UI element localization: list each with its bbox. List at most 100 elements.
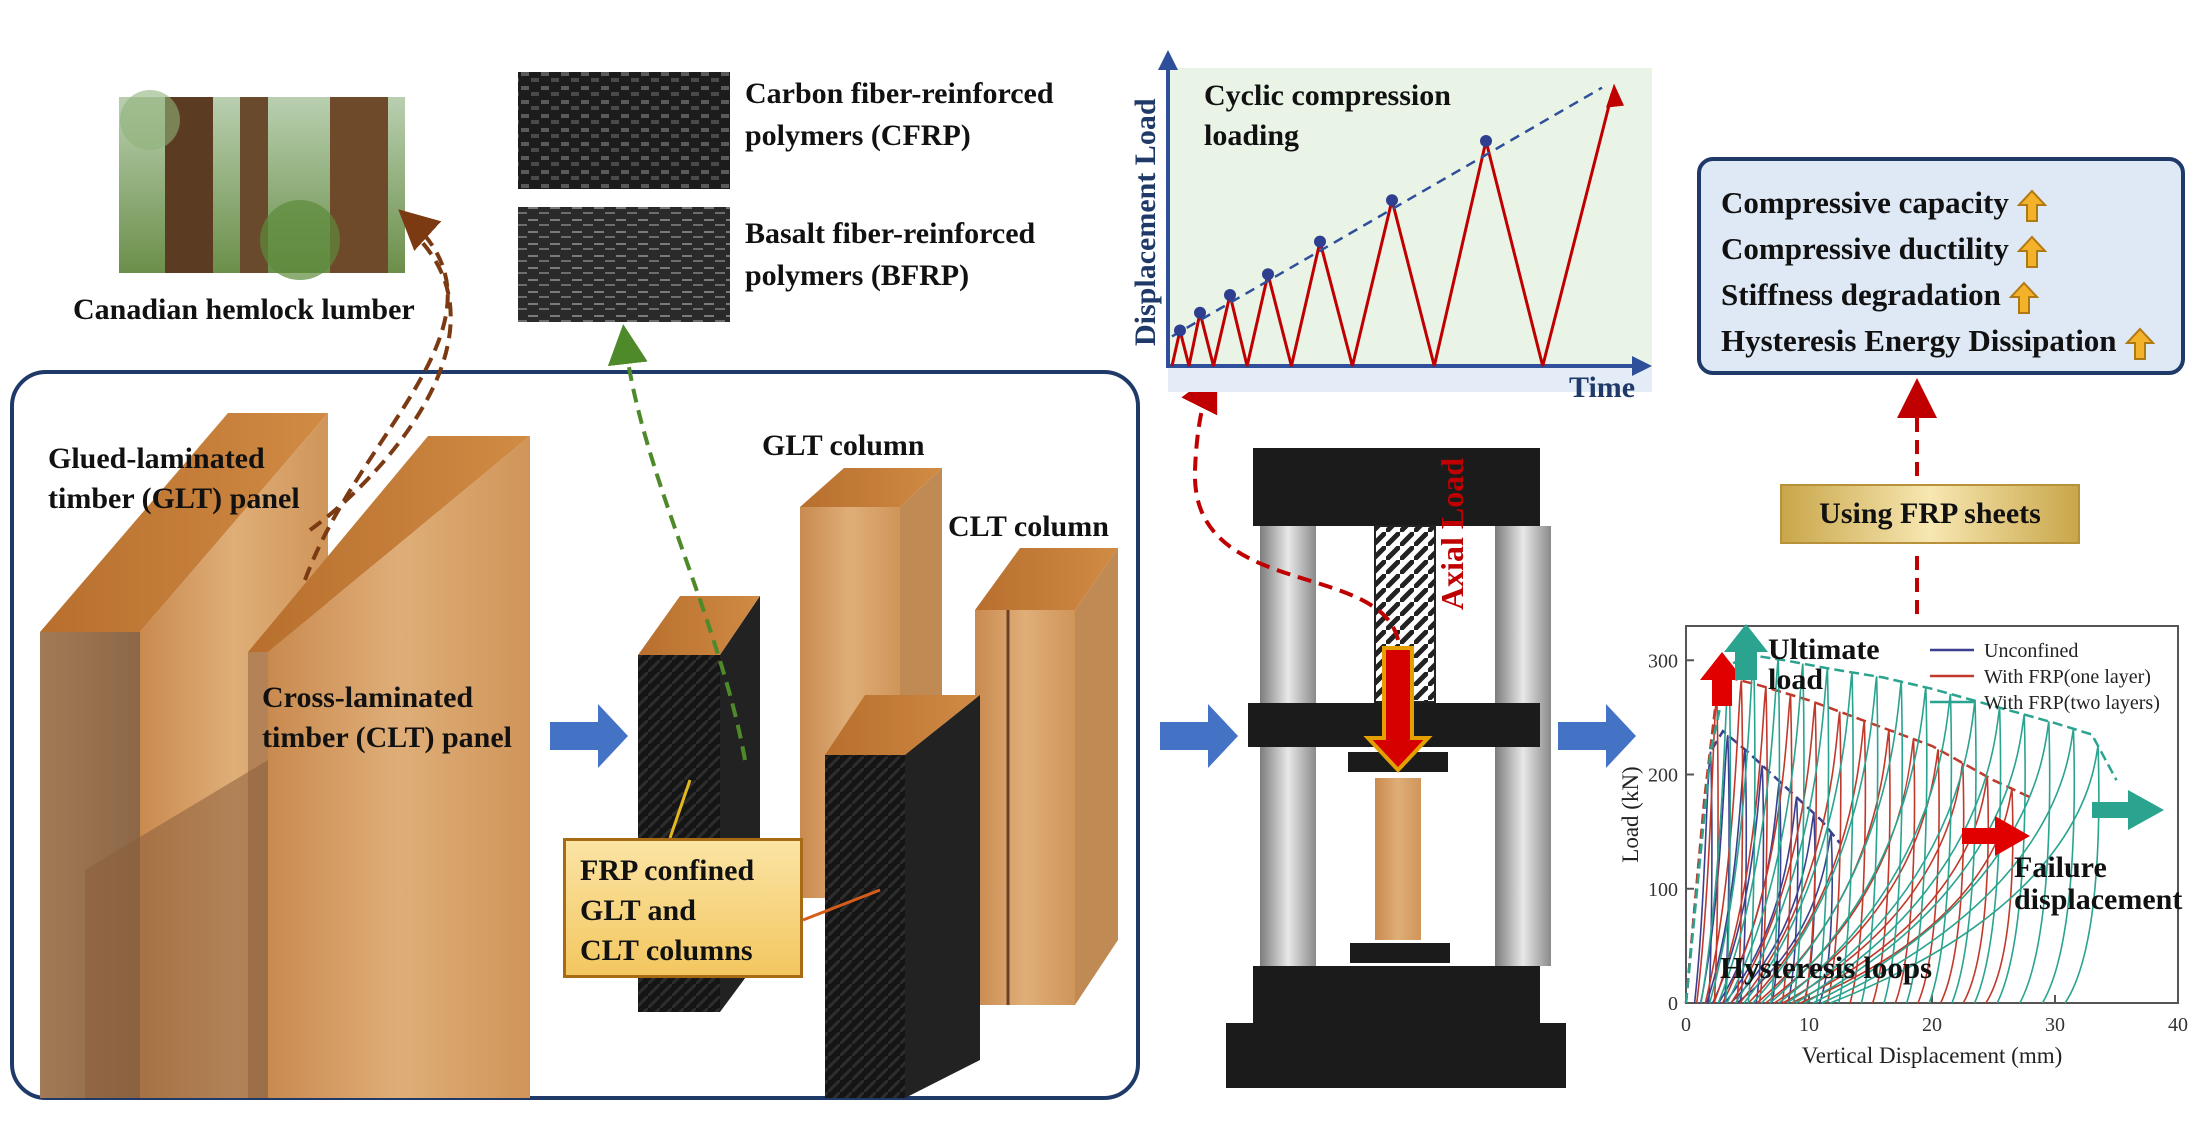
benefit-ductility-text: Compressive ductility — [1721, 231, 2009, 266]
loading-chart-xlabel: Time — [1569, 371, 1636, 404]
hysteresis-loop — [1704, 680, 1744, 1004]
failure-arrow-red — [1962, 816, 2030, 856]
x-tick-label: 0 — [1681, 1014, 1691, 1036]
ultimate-load-line2: load — [1768, 663, 1824, 696]
benefit-stiffness: Stiffness degradation — [1721, 275, 2039, 315]
hysteresis-loop — [1799, 788, 2014, 1004]
legend-label: With FRP(two layers) — [1984, 692, 2160, 714]
hysteresis-loop — [1711, 765, 1765, 1004]
flow-arrow-3 — [1558, 704, 1636, 768]
clt-column-3d — [975, 548, 1118, 1005]
hysteresis-loop — [1812, 721, 2051, 1004]
failure-label-line1: Failure — [2014, 851, 2107, 884]
loading-peak-point — [1224, 288, 1236, 301]
hemlock-photo — [119, 90, 405, 280]
loading-peak-point — [1194, 306, 1206, 319]
bfrp-label-line2: polymers (BFRP) — [745, 259, 970, 292]
clt-panel — [85, 436, 530, 1098]
glt-panel-label-line2: timber (GLT) panel — [48, 482, 300, 515]
up-arrow-icon — [2016, 189, 2047, 222]
clt-panel-label-line1: Cross-laminated — [262, 681, 474, 714]
arrow-hemlock-to-glt — [303, 209, 450, 581]
loading-final-arrowhead — [1606, 83, 1624, 108]
using-frp-sheets-box: Using FRP sheets — [1780, 484, 2080, 544]
up-arrow-icon — [2016, 235, 2047, 268]
hysteresis-loop — [1730, 702, 1818, 1004]
hysteresis-xlabel: Vertical Displacement (mm) — [1802, 1043, 2063, 1068]
benefit-ductility: Compressive ductility — [1721, 229, 2047, 269]
series-envelope-With FRP(two layers) — [1684, 653, 2118, 1004]
benefit-capacity-text: Compressive capacity — [1721, 185, 2009, 220]
frp-pointer-orange — [802, 888, 881, 922]
test-machine — [1226, 448, 1566, 1088]
hysteresis-loop — [1736, 832, 1833, 1004]
loading-chart-bg — [1168, 68, 1652, 368]
hysteresis-loop — [1721, 694, 1793, 1004]
hysteresis-loop — [1829, 745, 2100, 1004]
benefit-capacity: Compressive capacity — [1721, 183, 2047, 223]
loading-chart-ylabel: Displacement Load — [1129, 98, 1162, 347]
failure-label-line2: displacement — [2014, 883, 2183, 916]
hysteresis-loop — [1782, 762, 1965, 1004]
y-tick-label: 0 — [1668, 993, 1678, 1015]
hysteresis-loop — [1760, 681, 1903, 1004]
clt-column-label: CLT column — [948, 510, 1109, 543]
cfrp-label-line1: Carbon fiber-reinforced — [745, 77, 1054, 110]
benefit-energy-text: Hysteresis Energy Dissipation — [1721, 323, 2117, 358]
hysteresis-loop — [1739, 711, 1842, 1004]
loading-trend-line — [1171, 86, 1603, 338]
flow-arrow-1 — [550, 704, 628, 768]
hysteresis-loop — [1804, 714, 2026, 1004]
axial-load-label: Axial Load — [1434, 457, 1470, 610]
clt-panel-label-line2: timber (CLT) panel — [262, 721, 513, 754]
cfrp-label-line2: polymers (CFRP) — [745, 119, 971, 152]
frp-box-line1: FRP confined — [580, 854, 755, 887]
loading-chart-x-arrowhead — [1632, 356, 1652, 376]
x-tick-label: 10 — [1799, 1014, 1819, 1036]
loading-cycles-line — [1170, 93, 1614, 367]
legend-label: With FRP(one layer) — [1984, 666, 2151, 688]
hysteresis-loop — [1791, 776, 1990, 1004]
hysteresis-loop — [1699, 735, 1730, 1004]
hysteresis-loop — [1717, 659, 1781, 1004]
loading-peak-point — [1386, 194, 1398, 207]
benefit-energy: Hysteresis Energy Dissipation — [1721, 321, 2155, 361]
cfrp-texture — [518, 72, 730, 189]
hysteresis-loop — [1743, 672, 1854, 1004]
bfrp-label-line1: Basalt fiber-reinforced — [745, 217, 1036, 250]
hysteresis-loop — [1734, 668, 1830, 1004]
loading-peak-point — [1174, 324, 1186, 337]
frp-box-line2: GLT and — [580, 894, 696, 927]
hysteresis-loop — [1786, 700, 1977, 1004]
failure-arrow-teal — [2092, 790, 2164, 830]
hysteresis-loop — [1821, 728, 2076, 1004]
loading-chart-time-band — [1168, 368, 1652, 392]
x-tick-label: 30 — [2045, 1014, 2065, 1036]
y-tick-label: 100 — [1648, 879, 1678, 901]
arrow-rig-to-loading — [1181, 370, 1400, 641]
loading-peak-point — [1314, 235, 1326, 248]
up-arrow-icon — [2008, 281, 2039, 314]
hysteresis-loop — [1726, 663, 1805, 1004]
benefit-stiffness-text: Stiffness degradation — [1721, 277, 2001, 312]
benefits-box: Compressive capacity Compressive ductili… — [1697, 157, 2185, 375]
hysteresis-loop — [1795, 707, 2002, 1004]
frp-column-front-right — [825, 695, 980, 1098]
hysteresis-loop — [1773, 749, 1940, 1004]
ultimate-arrow-teal — [1724, 624, 1768, 680]
x-tick-label: 40 — [2168, 1014, 2188, 1036]
arrow-fiber-to-column — [607, 324, 747, 761]
loading-chart-title-line1: Cyclic compression — [1204, 79, 1451, 112]
hysteresis-loop — [1713, 687, 1768, 1004]
hysteresis-label: Hysteresis loops — [1720, 950, 1933, 985]
y-tick-label: 200 — [1648, 765, 1678, 787]
bfrp-texture — [518, 207, 730, 322]
glt-panel-label-line1: Glued-laminated — [48, 442, 265, 475]
hysteresis-loop — [1752, 676, 1879, 1004]
ultimate-arrow-red — [1700, 652, 1744, 706]
loading-peak-point — [1480, 135, 1492, 148]
ultimate-load-line1: Ultimate — [1768, 633, 1880, 666]
x-tick-label: 20 — [1922, 1014, 1942, 1036]
